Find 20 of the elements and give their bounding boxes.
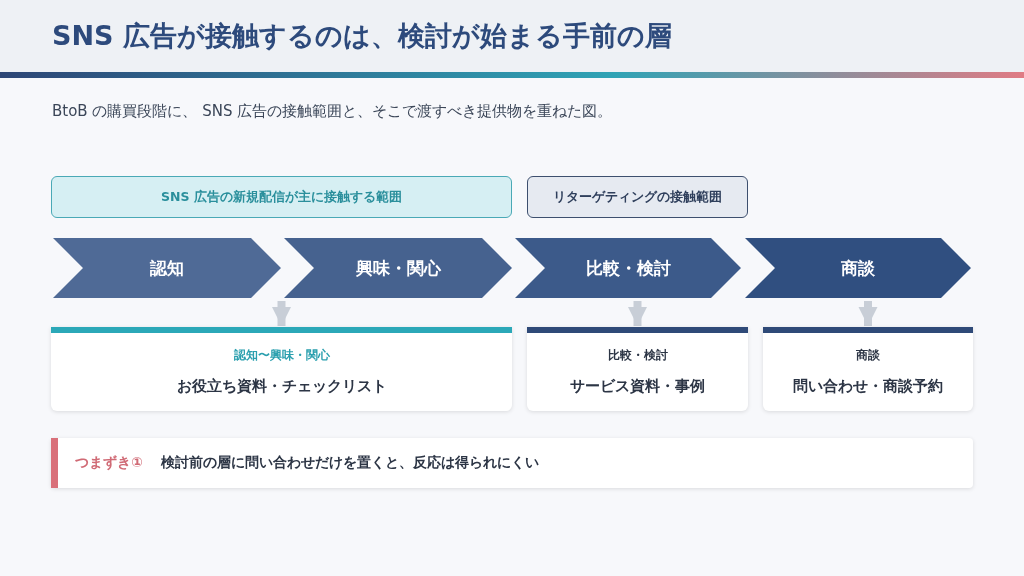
- card-body-text: 問い合わせ・商談予約: [792, 377, 944, 396]
- card-body-text: サービス資料・事例: [569, 377, 706, 396]
- range-box: リターゲティングの接触範囲: [527, 176, 748, 218]
- slide-title: SNS 広告が接触するのは、検討が始まる手前の層: [52, 19, 672, 53]
- stage-label: 比較・検討: [585, 256, 671, 280]
- note-heading: つまずき①: [75, 454, 143, 472]
- card-heading: 商談: [855, 347, 881, 364]
- stage-label: 認知: [150, 256, 184, 280]
- range-box: SNS 広告の新規配信が主に接触する範囲: [51, 176, 512, 218]
- card-heading: 比較・検討: [606, 347, 669, 364]
- note-text: 検討前の層に問い合わせだけを置くと、反応は得られにくい: [160, 454, 539, 472]
- subtitle-text: BtoB の購買段階に、 SNS 広告の接触範囲と、そこで渡すべき提供物を重ねた図。: [52, 102, 613, 121]
- card-heading: 認知〜興味・関心: [232, 347, 331, 364]
- note-card: [51, 438, 973, 488]
- offer-card: [527, 327, 748, 411]
- card-body-text: お役立ち資料・チェックリスト: [175, 377, 388, 396]
- offer-card: [51, 327, 512, 411]
- stage-label: 興味・関心: [355, 256, 441, 280]
- offer-card: [763, 327, 973, 411]
- stage-label: 商談: [841, 256, 875, 280]
